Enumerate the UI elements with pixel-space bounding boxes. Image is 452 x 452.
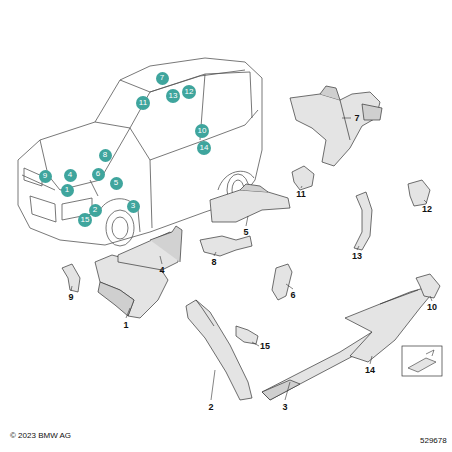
part-number: 5 <box>243 228 248 237</box>
callout-number: 14 <box>200 144 209 152</box>
callout-number: 2 <box>93 206 97 214</box>
callout-circle: 11 <box>136 96 150 110</box>
part-number: 15 <box>260 342 270 351</box>
note-text: 529678 <box>420 437 447 445</box>
callout-number: 15 <box>81 216 90 224</box>
part-number: 14 <box>365 366 375 375</box>
callout-circle: 10 <box>195 124 209 138</box>
part-number: 1 <box>123 321 128 330</box>
callout-circle: 4 <box>64 169 77 182</box>
trim-parts <box>62 86 440 400</box>
leader-lines <box>71 118 432 400</box>
callout-circle: 3 <box>127 200 140 213</box>
callout-number: 7 <box>160 74 164 82</box>
callout-circle: 7 <box>156 72 169 85</box>
part-number: 2 <box>208 403 213 412</box>
callout-circle: 5 <box>110 177 123 190</box>
part-number: 3 <box>282 403 287 412</box>
callout-number: 12 <box>185 88 194 96</box>
callout-circle: 15 <box>78 213 92 227</box>
callout-circle: 12 <box>182 85 196 99</box>
callout-circle: 14 <box>197 141 211 155</box>
callout-number: 3 <box>131 202 135 210</box>
callout-circle: 1 <box>61 184 74 197</box>
note-text: © 2023 BMW AG <box>10 432 71 440</box>
part-number: 11 <box>296 190 306 199</box>
part-number: 4 <box>159 266 164 275</box>
callout-circle: 6 <box>92 168 105 181</box>
part-number: 10 <box>427 303 437 312</box>
callout-number: 13 <box>169 92 178 100</box>
callout-number: 6 <box>96 170 100 178</box>
part-number: 7 <box>354 114 359 123</box>
part-number: 12 <box>422 205 432 214</box>
callout-circle: 13 <box>166 89 180 103</box>
drawing-id-icon <box>402 346 442 376</box>
part-number: 6 <box>290 291 295 300</box>
callout-circle: 2 <box>89 204 102 217</box>
callout-number: 11 <box>139 99 147 107</box>
callout-number: 10 <box>198 127 207 135</box>
callout-circle: 9 <box>39 170 52 183</box>
part-number: 13 <box>352 252 362 261</box>
part-number: 9 <box>68 293 73 302</box>
callout-circle: 8 <box>99 149 112 162</box>
part-number: 8 <box>211 258 216 267</box>
callout-number: 5 <box>114 179 118 187</box>
callout-number: 4 <box>68 171 72 179</box>
callout-number: 8 <box>103 151 107 159</box>
callout-number: 1 <box>65 186 69 194</box>
callout-number: 9 <box>43 172 47 180</box>
